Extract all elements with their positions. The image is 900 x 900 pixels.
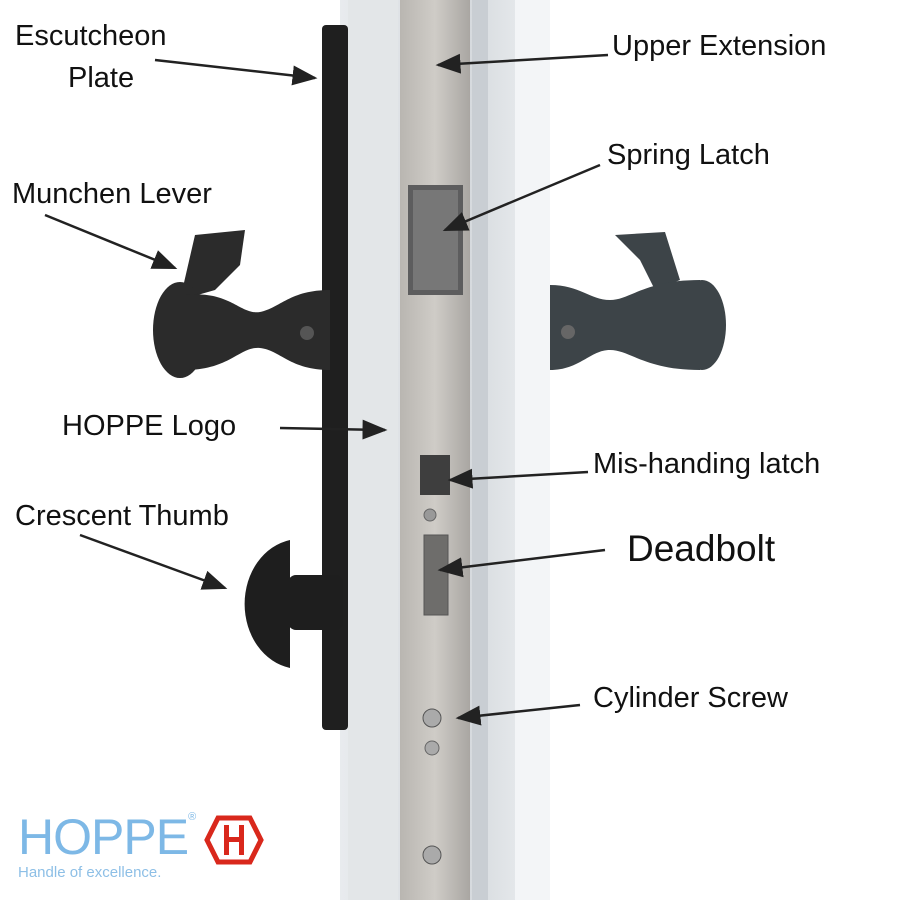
label-escutcheon: Escutcheon [15,20,167,52]
arrow-cylinder-screw [455,703,581,726]
arrow-mis-handing-latch [447,468,589,489]
faceplate [400,0,470,900]
arrow-spring-latch [442,163,601,232]
label-cylinder-screw: Cylinder Screw [593,682,788,714]
label-hoppe-logo: HOPPE Logo [62,410,237,442]
arrow-deadbolt [437,548,606,578]
munchen-lever-left [153,230,330,378]
cylinder-screw [422,708,442,728]
arrow-munchen-lever [44,213,178,270]
label-spring-latch: Spring Latch [607,139,770,171]
label-upper-extension: Upper Extension [612,30,827,62]
arrow-hoppe-logo [279,419,388,440]
logo-registered-mark: ® [188,811,196,823]
hoppe-hexagon-icon [204,815,264,865]
hoppe-brand-logo: HOPPE® Handle of excellence. [18,809,264,881]
arrow-crescent-thumb [79,533,228,590]
crescent-thumb-turn [244,540,343,668]
label-deadbolt: Deadbolt [627,528,776,569]
logo-wordmark: HOPPE [18,809,189,865]
deadbolt [423,534,449,616]
label-munchen-lever: Munchen Lever [12,178,212,210]
escutcheon-plate [322,25,348,730]
arrow-escutcheon [154,58,318,86]
label-crescent-thumb: Crescent Thumb [15,500,229,532]
label-escutcheon-plate: Plate [68,62,135,94]
label-mis-handing-latch: Mis-handing latch [593,448,821,480]
logo-tagline: Handle of excellence. [18,864,162,881]
munchen-lever-right [550,232,726,370]
arrow-upper-extension [435,53,609,74]
mis-handing-latch [420,455,450,495]
